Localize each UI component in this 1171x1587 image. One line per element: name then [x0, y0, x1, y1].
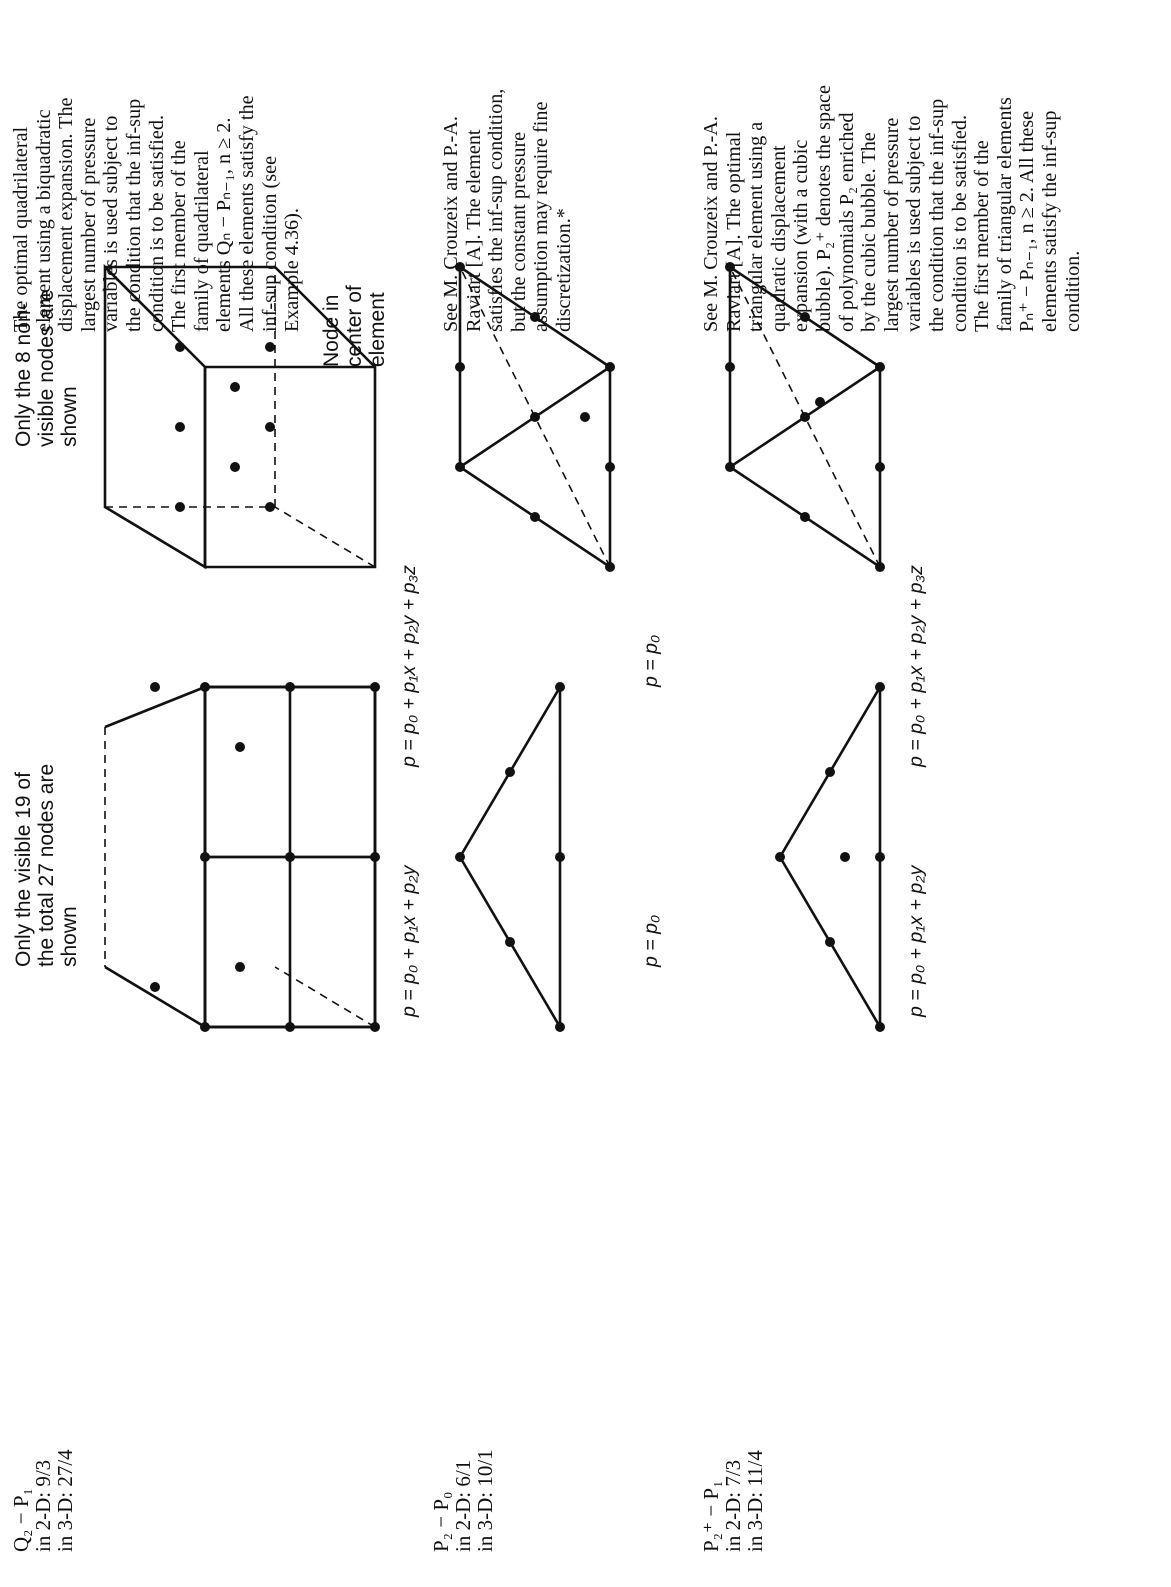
tet-node — [605, 462, 615, 472]
bubble-node — [840, 852, 850, 862]
formula-row3-2d: p = p₀ + p₁x + p₂y — [905, 865, 927, 1017]
note-row1: The optimal quadrilateral element using … — [10, 95, 304, 332]
tet-node — [875, 362, 885, 372]
hex-node — [230, 462, 240, 472]
formula-row1-3d: p = p₀ + p₁x + p₂y + p₃z — [398, 565, 420, 767]
tet-node — [605, 362, 615, 372]
note-row2: See M. Crouzeix and P.-A. Raviart [A]. T… — [440, 88, 575, 332]
tet-bubble-3d-figure — [725, 262, 885, 572]
tri-node — [555, 682, 565, 692]
formula-row2-3d: p = p₀ — [640, 634, 662, 687]
tet-node — [530, 412, 540, 422]
hex-node — [150, 982, 160, 992]
formula-row1-2d: p = p₀ + p₁x + p₂y — [398, 865, 420, 1017]
tet-node — [875, 462, 885, 472]
tet-node — [530, 512, 540, 522]
annotation-center-node: Node in center of element — [320, 285, 389, 367]
element-label-p2plus-p1: P₂⁺ − P₁ in 2-D: 7/3 in 3-D: 11/4 — [699, 1450, 767, 1552]
hex-node — [265, 342, 275, 352]
annotation-visible: Only the visible 19 of the total 27 node… — [12, 763, 81, 967]
tet-node — [725, 462, 735, 472]
tri-node — [825, 937, 835, 947]
tet-node — [455, 362, 465, 372]
tri-node — [505, 937, 515, 947]
tet-node — [530, 312, 540, 322]
hex-node — [235, 742, 245, 752]
formula-row3-3d: p = p₀ + p₁x + p₂y + p₃z — [905, 565, 927, 767]
tri-node — [505, 767, 515, 777]
bubble-node — [815, 397, 825, 407]
tet-node — [875, 562, 885, 572]
tet-node — [725, 362, 735, 372]
tet-node — [800, 512, 810, 522]
formula-row2-2d: p = p₀ — [640, 914, 662, 967]
tri-node — [455, 852, 465, 862]
tri-node — [825, 767, 835, 777]
tet-node — [455, 462, 465, 472]
tet-node — [800, 312, 810, 322]
tri-2d-figure — [455, 682, 565, 1032]
hex-node — [230, 382, 240, 392]
tet-node — [455, 262, 465, 272]
hex-node — [265, 422, 275, 432]
tet-node — [800, 412, 810, 422]
tri-node — [555, 1022, 565, 1032]
hex-node — [175, 342, 185, 352]
tet-node — [580, 412, 590, 422]
tri-node — [875, 1022, 885, 1032]
hex-visible-figure — [104, 682, 377, 1029]
tri-node — [775, 852, 785, 862]
tri-bubble-2d-figure — [775, 682, 885, 1032]
tri-node — [875, 852, 885, 862]
hex-node — [265, 502, 275, 512]
note-row3: See M. Crouzeix and P.-A. Raviart [A]. T… — [700, 85, 1084, 332]
tet-node — [605, 562, 615, 572]
hex-node — [150, 682, 160, 692]
hex-node — [235, 962, 245, 972]
tet-node — [725, 262, 735, 272]
hex-node — [175, 502, 185, 512]
tet-3d-figure — [455, 262, 615, 572]
hex-nonvisible-figure — [103, 263, 377, 570]
hex-node — [175, 422, 185, 432]
element-label-p2-p0: P₂ − P₀ in 2-D: 6/1 in 3-D: 10/1 — [429, 1449, 497, 1552]
tri-node — [555, 852, 565, 862]
tri-node — [875, 682, 885, 692]
